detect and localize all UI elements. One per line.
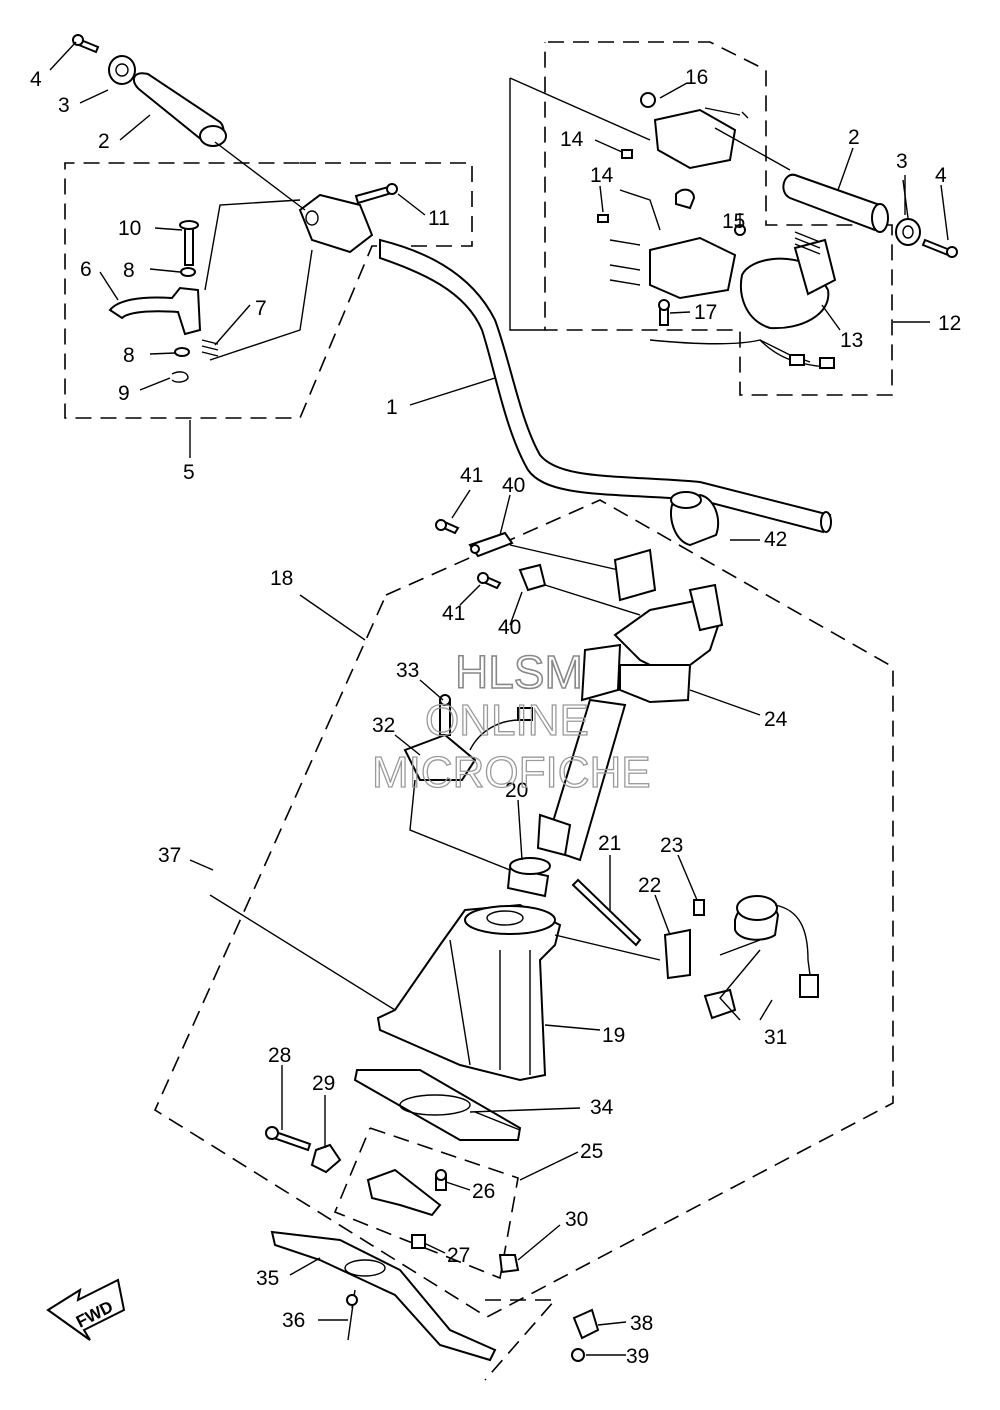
callout-17: 17	[694, 301, 717, 324]
fwd-arrow-icon: FWD	[46, 1278, 126, 1341]
callout-18: 18	[270, 567, 293, 590]
callout-36: 36	[282, 1309, 305, 1332]
callout-39: 39	[626, 1345, 649, 1368]
callout-3: 3	[58, 94, 70, 117]
callout-8: 8	[123, 344, 135, 367]
right-grip-assembly	[782, 173, 958, 258]
watermark-line-2: ONLINE	[425, 696, 589, 745]
watermark: HLSM ONLINE MICROFICHE	[371, 645, 651, 797]
callout-9: 9	[118, 382, 130, 405]
callout-42: 42	[764, 528, 787, 551]
callout-5: 5	[183, 461, 195, 484]
callout-41: 41	[460, 464, 483, 487]
callout-20: 20	[505, 779, 528, 802]
callout-22: 22	[638, 874, 661, 897]
callout-38: 38	[630, 1312, 653, 1335]
callout-2: 2	[98, 130, 110, 153]
callout-4: 4	[935, 164, 947, 187]
callout-35: 35	[256, 1267, 279, 1290]
column-housing	[376, 903, 562, 1082]
callout-3: 3	[896, 150, 908, 173]
callout-1: 1	[386, 396, 398, 419]
callout-31: 31	[764, 1026, 787, 1049]
callout-24: 24	[764, 708, 788, 731]
callout-labels: 1 2 2 3 3 4 4 5 6 7 8 8 9 10 11 12 13 14…	[30, 66, 961, 1368]
callout-2: 2	[848, 126, 860, 149]
callout-37: 37	[158, 844, 181, 867]
callout-34: 34	[590, 1096, 614, 1119]
callout-11: 11	[428, 207, 450, 230]
callout-13: 13	[840, 329, 863, 352]
gasket	[353, 1069, 522, 1141]
callout-16: 16	[685, 66, 708, 89]
left-lever-group	[108, 141, 398, 383]
group-outlines	[64, 41, 894, 1381]
callout-15: 15	[722, 210, 745, 233]
callout-41: 41	[442, 602, 465, 625]
mount-plate	[270, 1230, 497, 1362]
right-switch-group	[597, 92, 837, 369]
callout-26: 26	[472, 1180, 495, 1203]
group-12-frame	[509, 77, 651, 331]
callout-27: 27	[447, 1244, 470, 1267]
callout-4: 4	[30, 68, 42, 91]
lower-bracket-assembly	[265, 1126, 520, 1274]
callout-12: 12	[938, 312, 961, 335]
callout-23: 23	[660, 834, 683, 857]
callout-14: 14	[590, 164, 614, 187]
callout-30: 30	[565, 1208, 588, 1231]
watermark-line-1: HLSM	[455, 646, 583, 698]
column-switch	[403, 694, 533, 871]
callout-32: 32	[372, 714, 395, 737]
callout-6: 6	[80, 258, 92, 281]
callout-25: 25	[580, 1140, 603, 1163]
sensor-group	[554, 878, 819, 1020]
callout-19: 19	[602, 1024, 625, 1047]
clamp	[571, 1308, 600, 1362]
callout-40: 40	[502, 474, 525, 497]
callout-40: 40	[498, 616, 521, 639]
callout-28: 28	[268, 1044, 291, 1067]
steering-shaft	[536, 548, 724, 862]
left-grip-assembly	[72, 34, 227, 147]
callout-7: 7	[255, 297, 267, 320]
watermark-line-3: MICROFICHE	[372, 748, 651, 797]
callout-14: 14	[560, 128, 584, 151]
callout-8: 8	[123, 259, 135, 282]
leader-lines	[49, 41, 949, 1356]
callout-29: 29	[312, 1072, 335, 1095]
callout-33: 33	[396, 659, 419, 682]
handlebar	[379, 238, 832, 534]
bearing	[506, 857, 551, 898]
callout-21: 21	[598, 832, 621, 855]
callout-10: 10	[118, 217, 141, 240]
